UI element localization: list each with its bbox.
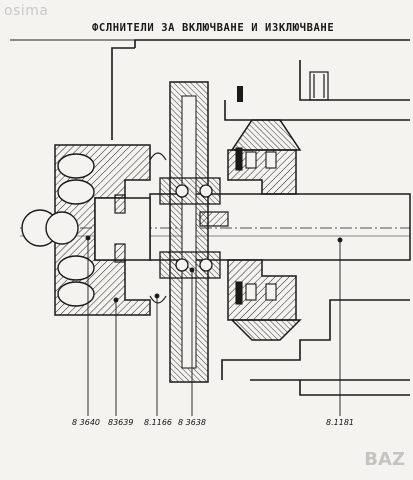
hub-bolts	[235, 147, 277, 305]
flywheel-drum	[169, 81, 209, 383]
part-label-3: 8.1166	[144, 418, 172, 427]
part-label-5: 8.1181	[326, 418, 354, 427]
top-bolt	[309, 71, 329, 101]
right-hub	[227, 119, 302, 341]
seals	[114, 152, 167, 304]
left-rollers	[21, 153, 95, 307]
top-plug	[237, 86, 243, 102]
inner-bearing	[159, 177, 221, 279]
shaft-key	[199, 211, 229, 227]
drawing-heading: ФСЛНИТЕЛИ ЗА ВКЛЮЧВАНЕ И ИЗКЛЮЧВАНЕ	[92, 22, 335, 34]
part-label-1: 8 3640	[72, 418, 100, 427]
part-label-4: 8 3638	[178, 418, 206, 427]
leader-lines	[85, 235, 343, 416]
watermark-top: osima	[4, 3, 49, 19]
watermark-bottom: BAZ	[364, 449, 405, 470]
housing-frame	[111, 39, 410, 396]
part-label-2: 83639	[108, 418, 134, 427]
